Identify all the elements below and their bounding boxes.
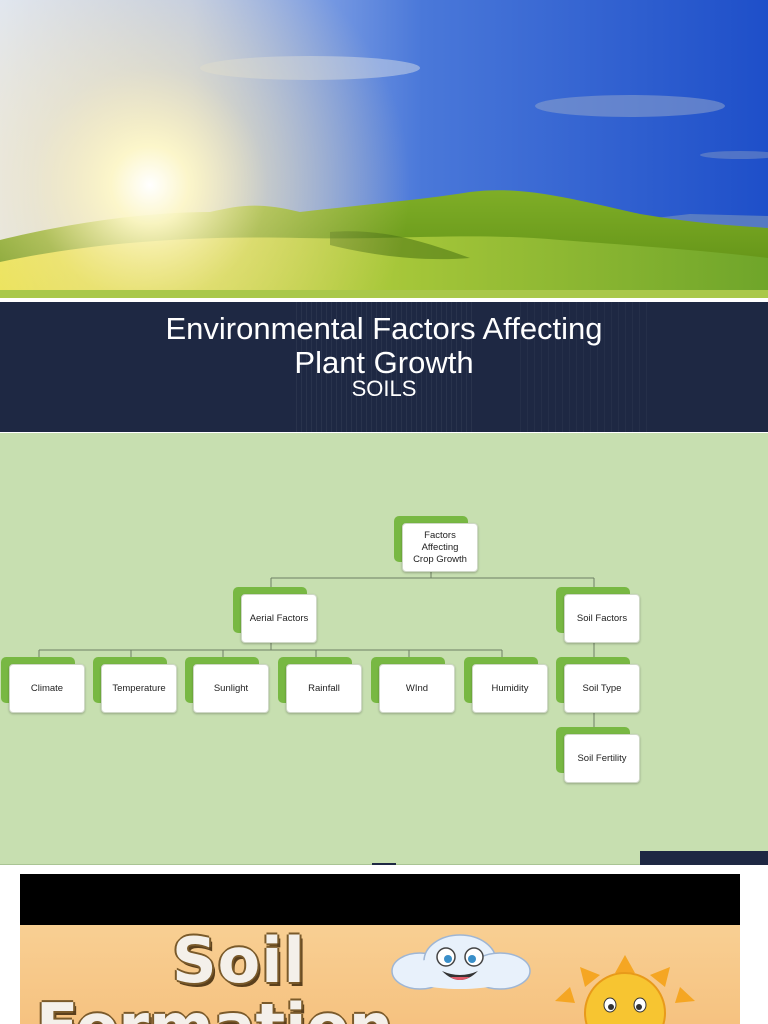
org-chart-connectors (38, 572, 595, 727)
node-label: Soil Type (564, 664, 640, 713)
node-label: Soil Factors (564, 594, 640, 643)
node-label: Aerial Factors (241, 594, 317, 643)
title-band: Environmental Factors Affecting Plant Gr… (0, 302, 768, 432)
node-label: Rainfall (286, 664, 362, 713)
smiling-cloud-icon (391, 934, 531, 990)
decorative-stripes (296, 302, 474, 432)
node-label: Climate (9, 664, 85, 713)
banner-title-line-1: Soil (172, 925, 306, 997)
slide-divider (0, 864, 640, 865)
slide-marker (372, 863, 396, 865)
org-chart-slide: Factors Affecting Crop Growth Aerial Fac… (0, 433, 768, 865)
decorative-stripes (520, 302, 650, 432)
node-label: Factors Affecting Crop Growth (402, 523, 478, 572)
slide-header-bar (20, 874, 740, 925)
node-label: Humidity (472, 664, 548, 713)
hero-landscape-image (0, 0, 768, 298)
node-label: Temperature (101, 664, 177, 713)
node-label: Soil Fertility (564, 734, 640, 783)
slide-title: Environmental Factors Affecting Plant Gr… (165, 311, 603, 380)
slide-subtitle: SOILS (351, 376, 417, 401)
banner-title-line-2: Formation (36, 995, 393, 1024)
smiling-sun-icon (555, 955, 695, 1024)
soil-formation-banner: Soil Formation (20, 925, 740, 1024)
node-label: WInd (379, 664, 455, 713)
soil-formation-slide: Soil Formation (0, 866, 768, 1024)
node-label: Sunlight (193, 664, 269, 713)
slide-corner-tab (640, 851, 768, 865)
